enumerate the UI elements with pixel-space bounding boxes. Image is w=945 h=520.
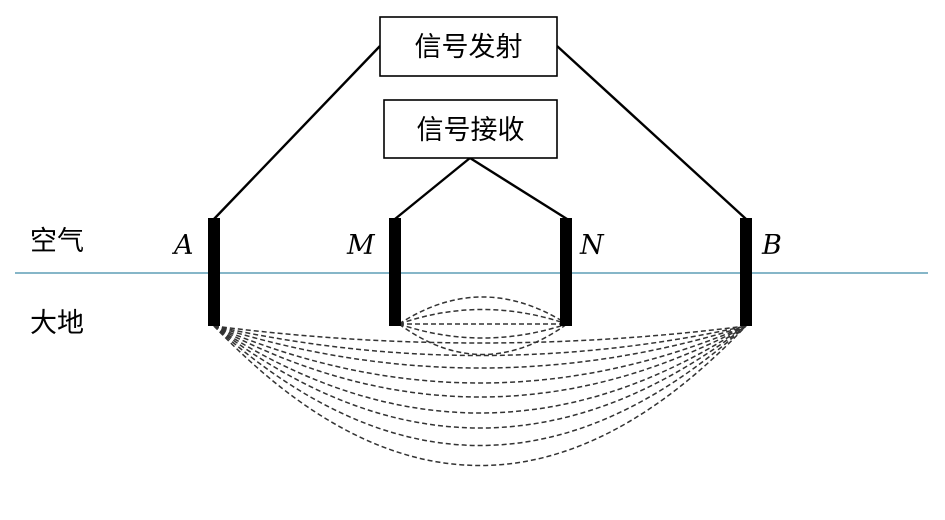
field-line-ab-2: [213, 325, 747, 357]
field-line-mn-2: [398, 308, 568, 325]
field-line-ab-7: [213, 325, 747, 429]
electrode-n-label: N: [579, 230, 605, 261]
signal-receive-label: 信号接收: [417, 115, 525, 146]
wire-transmit-a: [213, 45, 381, 220]
electrode-m: [389, 218, 401, 326]
field-line-ab-1: [213, 325, 747, 344]
field-line-mn-4: [398, 323, 568, 339]
signal-receive-box: 信号接收: [383, 99, 558, 159]
field-line-ab-8: [213, 325, 747, 447]
field-line-ab-5: [213, 325, 747, 398]
electrode-a-label: A: [171, 230, 194, 261]
field-line-ab-3: [213, 325, 747, 369]
field-line-ab-4: [213, 325, 747, 384]
mn-field-lines: [398, 296, 568, 356]
electrode-b-label: B: [761, 230, 782, 261]
ab-field-lines: [213, 325, 747, 467]
field-line-mn-5: [398, 323, 568, 356]
electrode-n: [560, 218, 572, 326]
electrode-a: [208, 218, 220, 326]
ground-label: 大地: [30, 308, 84, 339]
electrode-b: [740, 218, 752, 326]
electrode-m-label: M: [346, 230, 376, 261]
field-line-mn-1: [398, 296, 568, 325]
wire-transmit-b: [556, 45, 747, 220]
field-line-ab-9: [213, 325, 747, 467]
wire-receive-m: [394, 157, 471, 220]
air-label: 空气: [30, 226, 84, 257]
signal-transmit-box: 信号发射: [379, 16, 558, 77]
signal-transmit-label: 信号发射: [415, 32, 523, 63]
field-line-ab-6: [213, 325, 747, 414]
wire-receive-n: [469, 156, 568, 221]
